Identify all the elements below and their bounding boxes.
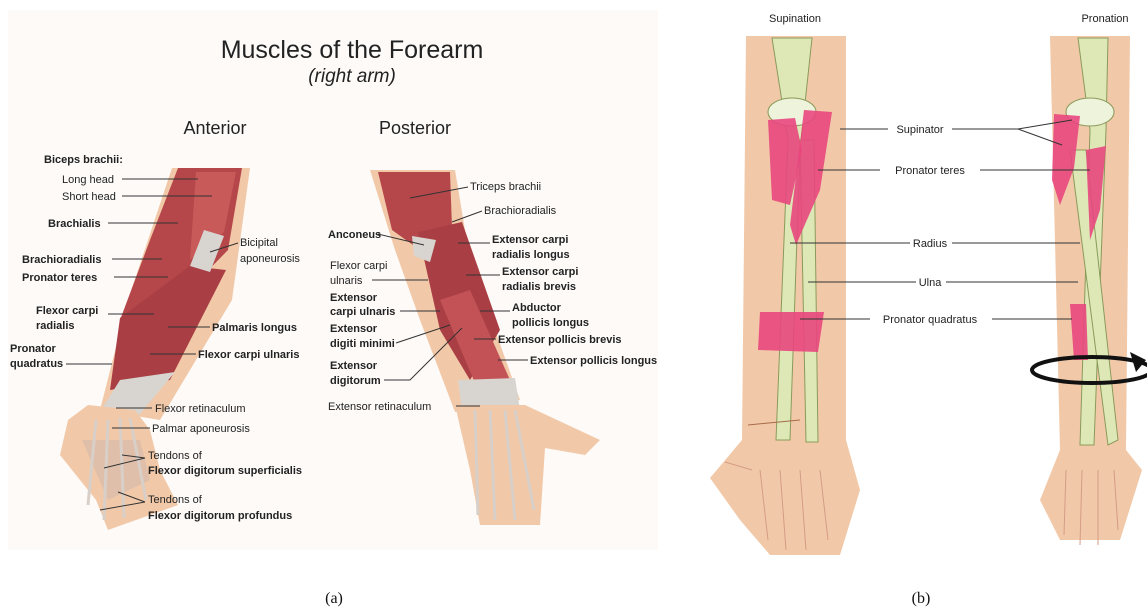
supination-heading: Supination xyxy=(769,13,821,25)
label-pronator-teres-b: Pronator teres xyxy=(895,165,965,177)
label-pronator-teres: Pronator teres xyxy=(22,272,97,284)
label-palmaris-longus: Palmaris longus xyxy=(212,322,297,334)
label-brachioradialis: Brachioradialis xyxy=(22,254,101,266)
label-flexor-digitorum-profundus: Flexor digitorum profundus xyxy=(148,510,292,522)
pronation-heading: Pronation xyxy=(1081,13,1128,25)
label-long-head: Long head xyxy=(62,174,114,186)
label-brachioradialis-posterior: Brachioradialis xyxy=(484,205,557,217)
label-ecrb-2: radialis brevis xyxy=(502,281,576,293)
label-supinator: Supinator xyxy=(896,124,943,136)
label-flexor-retinaculum: Flexor retinaculum xyxy=(155,403,245,415)
label-pronator-quadratus-1: Pronator xyxy=(10,343,57,355)
label-pronator-quadratus-2: quadratus xyxy=(10,358,63,370)
label-fcu-posterior-2: ulnaris xyxy=(330,275,363,287)
label-apl-1: Abductor xyxy=(512,302,562,314)
panel-b: Supination Pronation xyxy=(710,13,1147,607)
label-ecrb-1: Extensor carpi xyxy=(502,266,578,278)
anterior-heading: Anterior xyxy=(183,118,246,138)
label-edm-1: Extensor xyxy=(330,323,378,335)
label-brachialis: Brachialis xyxy=(48,218,101,230)
label-palmar-aponeurosis: Palmar aponeurosis xyxy=(152,423,250,435)
label-edm-2: digiti minimi xyxy=(330,338,395,350)
label-flexor-carpi-radialis-1: Flexor carpi xyxy=(36,305,98,317)
label-bicipital-2: aponeurosis xyxy=(240,253,300,265)
label-flexor-carpi-radialis-2: radialis xyxy=(36,320,75,332)
pronation-arm-illustration xyxy=(1032,36,1147,545)
label-fcu-posterior-1: Flexor carpi xyxy=(330,260,387,272)
label-pronator-quadratus-b: Pronator quadratus xyxy=(883,314,978,326)
label-anconeus: Anconeus xyxy=(328,229,381,241)
label-radius: Radius xyxy=(913,238,948,250)
label-bicipital-1: Bicipital xyxy=(240,237,278,249)
label-biceps-brachii: Biceps brachii: xyxy=(44,154,123,166)
panel-a: Muscles of the Forearm (right arm) Anter… xyxy=(8,10,658,607)
label-ed-1: Extensor xyxy=(330,360,378,372)
label-tendons-2: Tendons of xyxy=(148,494,203,506)
caption-a: (a) xyxy=(325,590,343,607)
posterior-heading: Posterior xyxy=(379,118,451,138)
label-ecrl-2: radialis longus xyxy=(492,249,570,261)
label-epl: Extensor pollicis longus xyxy=(530,355,657,367)
caption-b: (b) xyxy=(912,590,931,607)
label-flexor-carpi-ulnaris: Flexor carpi ulnaris xyxy=(198,349,299,361)
supination-arm-illustration xyxy=(710,36,860,555)
label-apl-2: pollicis longus xyxy=(512,317,589,329)
label-ecu-1: Extensor xyxy=(330,292,378,304)
label-flexor-digitorum-superficialis: Flexor digitorum superficialis xyxy=(148,465,302,477)
label-ulna: Ulna xyxy=(919,277,943,289)
label-epb: Extensor pollicis brevis xyxy=(498,334,622,346)
label-ecrl-1: Extensor carpi xyxy=(492,234,568,246)
figure-a-subtitle: (right arm) xyxy=(308,66,396,87)
label-short-head: Short head xyxy=(62,191,116,203)
label-tendons-1: Tendons of xyxy=(148,450,203,462)
label-triceps-brachii: Triceps brachii xyxy=(470,181,541,193)
label-ed-2: digitorum xyxy=(330,375,381,387)
figure-a-title: Muscles of the Forearm xyxy=(221,36,484,64)
label-extensor-retinaculum: Extensor retinaculum xyxy=(328,401,431,413)
label-ecu-2: carpi ulnaris xyxy=(330,306,395,318)
